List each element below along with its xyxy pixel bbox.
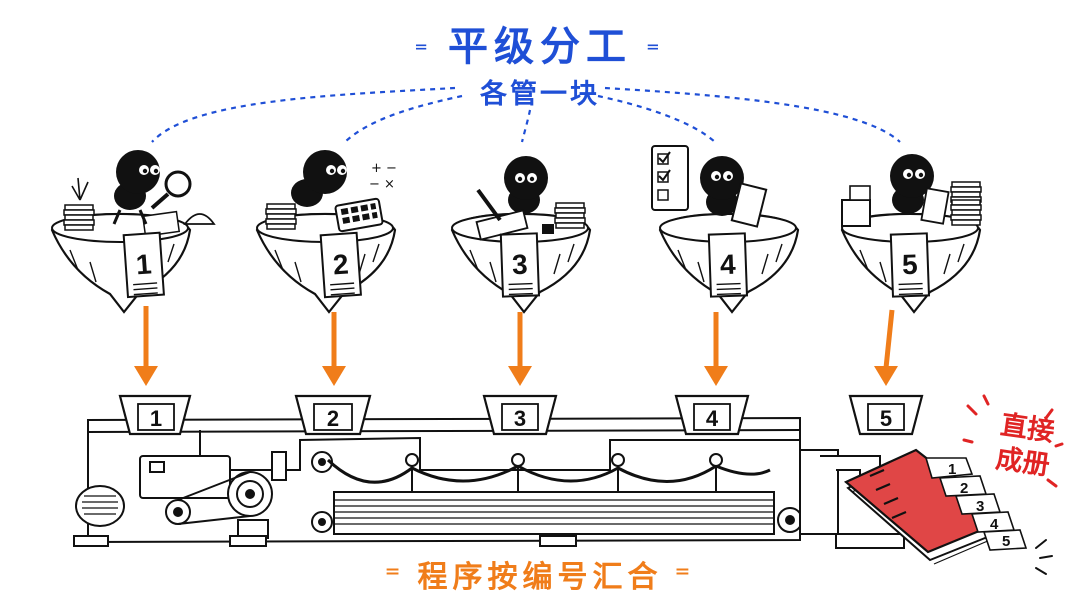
input-hoppers: 1 2 3 4 5 [118,394,924,436]
tag-number-3: 3 [512,249,529,281]
number-tag-5: 5 [889,232,931,298]
number-tag-4: 4 [707,232,749,298]
subtitle: 各管一块 [0,72,1080,111]
checklist-icon [651,145,689,211]
worker-island-5: 5 [840,154,982,314]
arrow-5 [874,309,898,386]
worker-island-1: 1 [50,150,216,314]
bottom-caption: ⁼ 程序按编号汇合 ⁼ [0,552,1080,596]
arrow-3 [508,312,532,386]
number-tag-3: 3 [499,232,541,298]
slot-number-2: 2 [327,406,339,431]
title-deco-left: ⁼ [414,37,434,67]
book-tab-5: 5 [1002,533,1010,550]
title-deco-right: ⁼ [646,37,666,67]
book-tab-4: 4 [990,516,999,533]
connector-2 [344,94,463,143]
worker-island-2: + − − × 2 [255,150,397,314]
side-label: 直接 成册 [986,407,1065,484]
subtitle-text: 各管一块 [480,79,600,110]
hopper-5: 5 [848,394,924,436]
assembly-machine [73,416,905,549]
boxes-icon [841,185,871,227]
tag-number-1: 1 [135,248,153,280]
feed-arrows [134,306,898,386]
hopper-3: 3 [482,394,558,436]
arrow-1 [134,306,158,386]
title-text: 平级分工 [448,24,632,70]
slot-number-3: 3 [514,406,526,431]
conveyor-belt [333,491,775,535]
hopper-4: 4 [674,394,750,436]
worker-islands: 1 + − − × 2 [50,145,982,314]
dashed-connectors [151,86,901,143]
book-tab-1: 1 [948,461,956,478]
calc-symbols-bottom: − × [369,177,395,192]
page-title: ⁼ 平级分工 ⁼ [0,14,1080,72]
connector-3 [520,109,532,143]
connector-1 [151,86,456,143]
bound-book: 1 2 3 4 5 [843,448,1028,565]
number-tag-2: 2 [319,231,362,299]
worker-island-3: 3 [450,156,592,314]
cable-spool [75,485,125,527]
arrow-2 [322,312,346,386]
book-tabs: 1 2 3 4 5 [924,457,1028,551]
book-tab-2: 2 [960,480,968,497]
pen-icon [476,188,502,222]
book-tab-3: 3 [976,498,984,515]
tag-number-2: 2 [332,249,350,281]
red-burst-lines [962,394,1064,488]
number-tag-1: 1 [122,231,165,299]
slot-number-1: 1 [150,406,162,431]
tag-number-5: 5 [902,249,919,281]
hopper-1: 1 [118,394,192,436]
caption-deco-right: ⁼ [674,560,696,595]
magnifier-icon [164,170,192,198]
calc-symbols-top: + − [371,161,397,176]
worker-island-4: 4 [651,145,800,314]
connector-4 [597,94,716,143]
slot-number-4: 4 [706,406,719,431]
caption-text: 程序按编号汇合 [417,560,663,595]
hopper-2: 2 [294,394,372,436]
slot-number-5: 5 [880,406,892,431]
arrow-4 [704,312,728,386]
tag-number-4: 4 [720,249,737,281]
black-burst-lines [1035,539,1053,575]
caption-deco-left: ⁼ [384,560,406,595]
calculator-icon [334,197,384,233]
